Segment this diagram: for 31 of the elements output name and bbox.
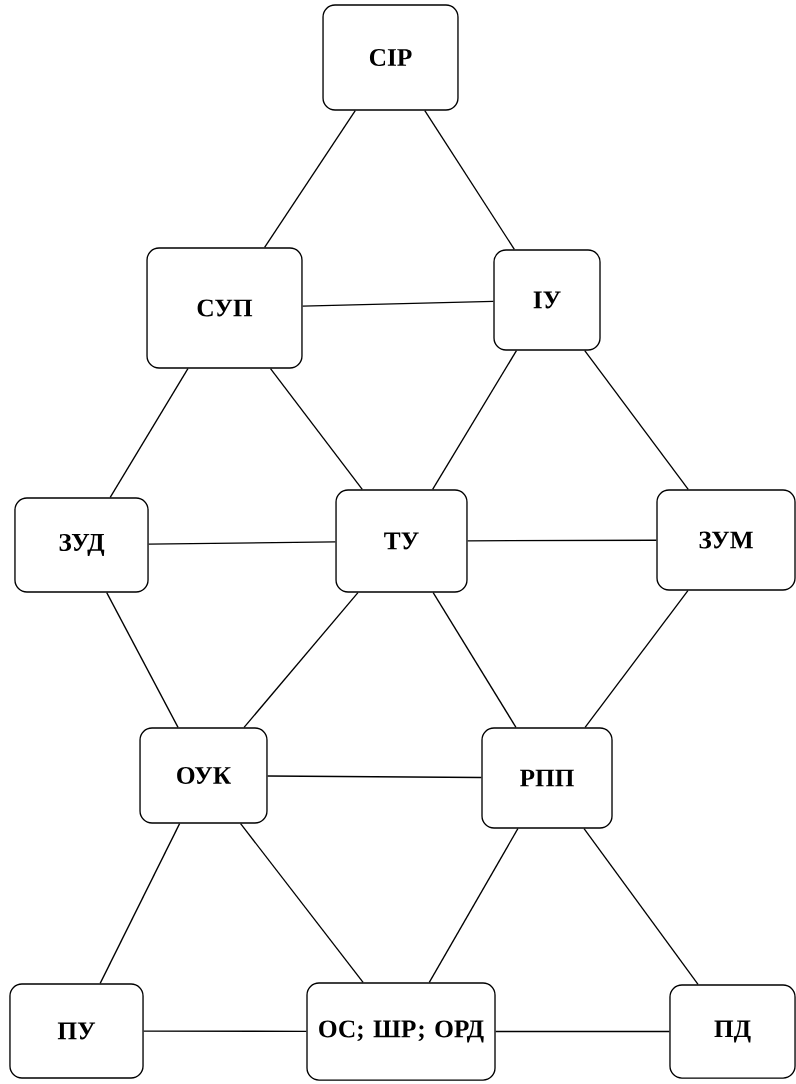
node-box: ПУ <box>9 983 144 1079</box>
connector-line <box>239 822 364 983</box>
connector-line <box>583 828 699 985</box>
connector-line <box>269 368 363 490</box>
node-box: ЗУМ <box>656 489 796 591</box>
connector-line <box>424 110 515 250</box>
node-box: СІР <box>322 4 459 111</box>
connector-line <box>432 592 517 728</box>
connector-line <box>584 590 689 728</box>
connector-line <box>106 592 179 729</box>
connector-line <box>428 828 519 983</box>
node-box: РПП <box>481 727 613 829</box>
connector-line <box>266 775 482 779</box>
connector-line <box>99 822 181 984</box>
node-box: ТУ <box>335 489 468 593</box>
connector-line <box>432 350 518 490</box>
node-box: ОС; ШР; ОРД <box>306 982 496 1081</box>
connector-line <box>143 1030 307 1033</box>
node-box: СУП <box>146 247 303 369</box>
connector-line <box>263 110 356 248</box>
connector-line <box>466 539 657 542</box>
connector-line <box>243 592 359 729</box>
connector-line <box>148 541 337 545</box>
connector-line <box>109 368 189 498</box>
connector-line <box>301 300 494 307</box>
node-box: ІУ <box>493 249 601 351</box>
node-box: ПД <box>669 984 796 1079</box>
node-box: ЗУД <box>14 497 149 593</box>
connector-line <box>495 1030 670 1033</box>
connector-line <box>584 350 689 490</box>
node-box: ОУК <box>139 727 268 824</box>
